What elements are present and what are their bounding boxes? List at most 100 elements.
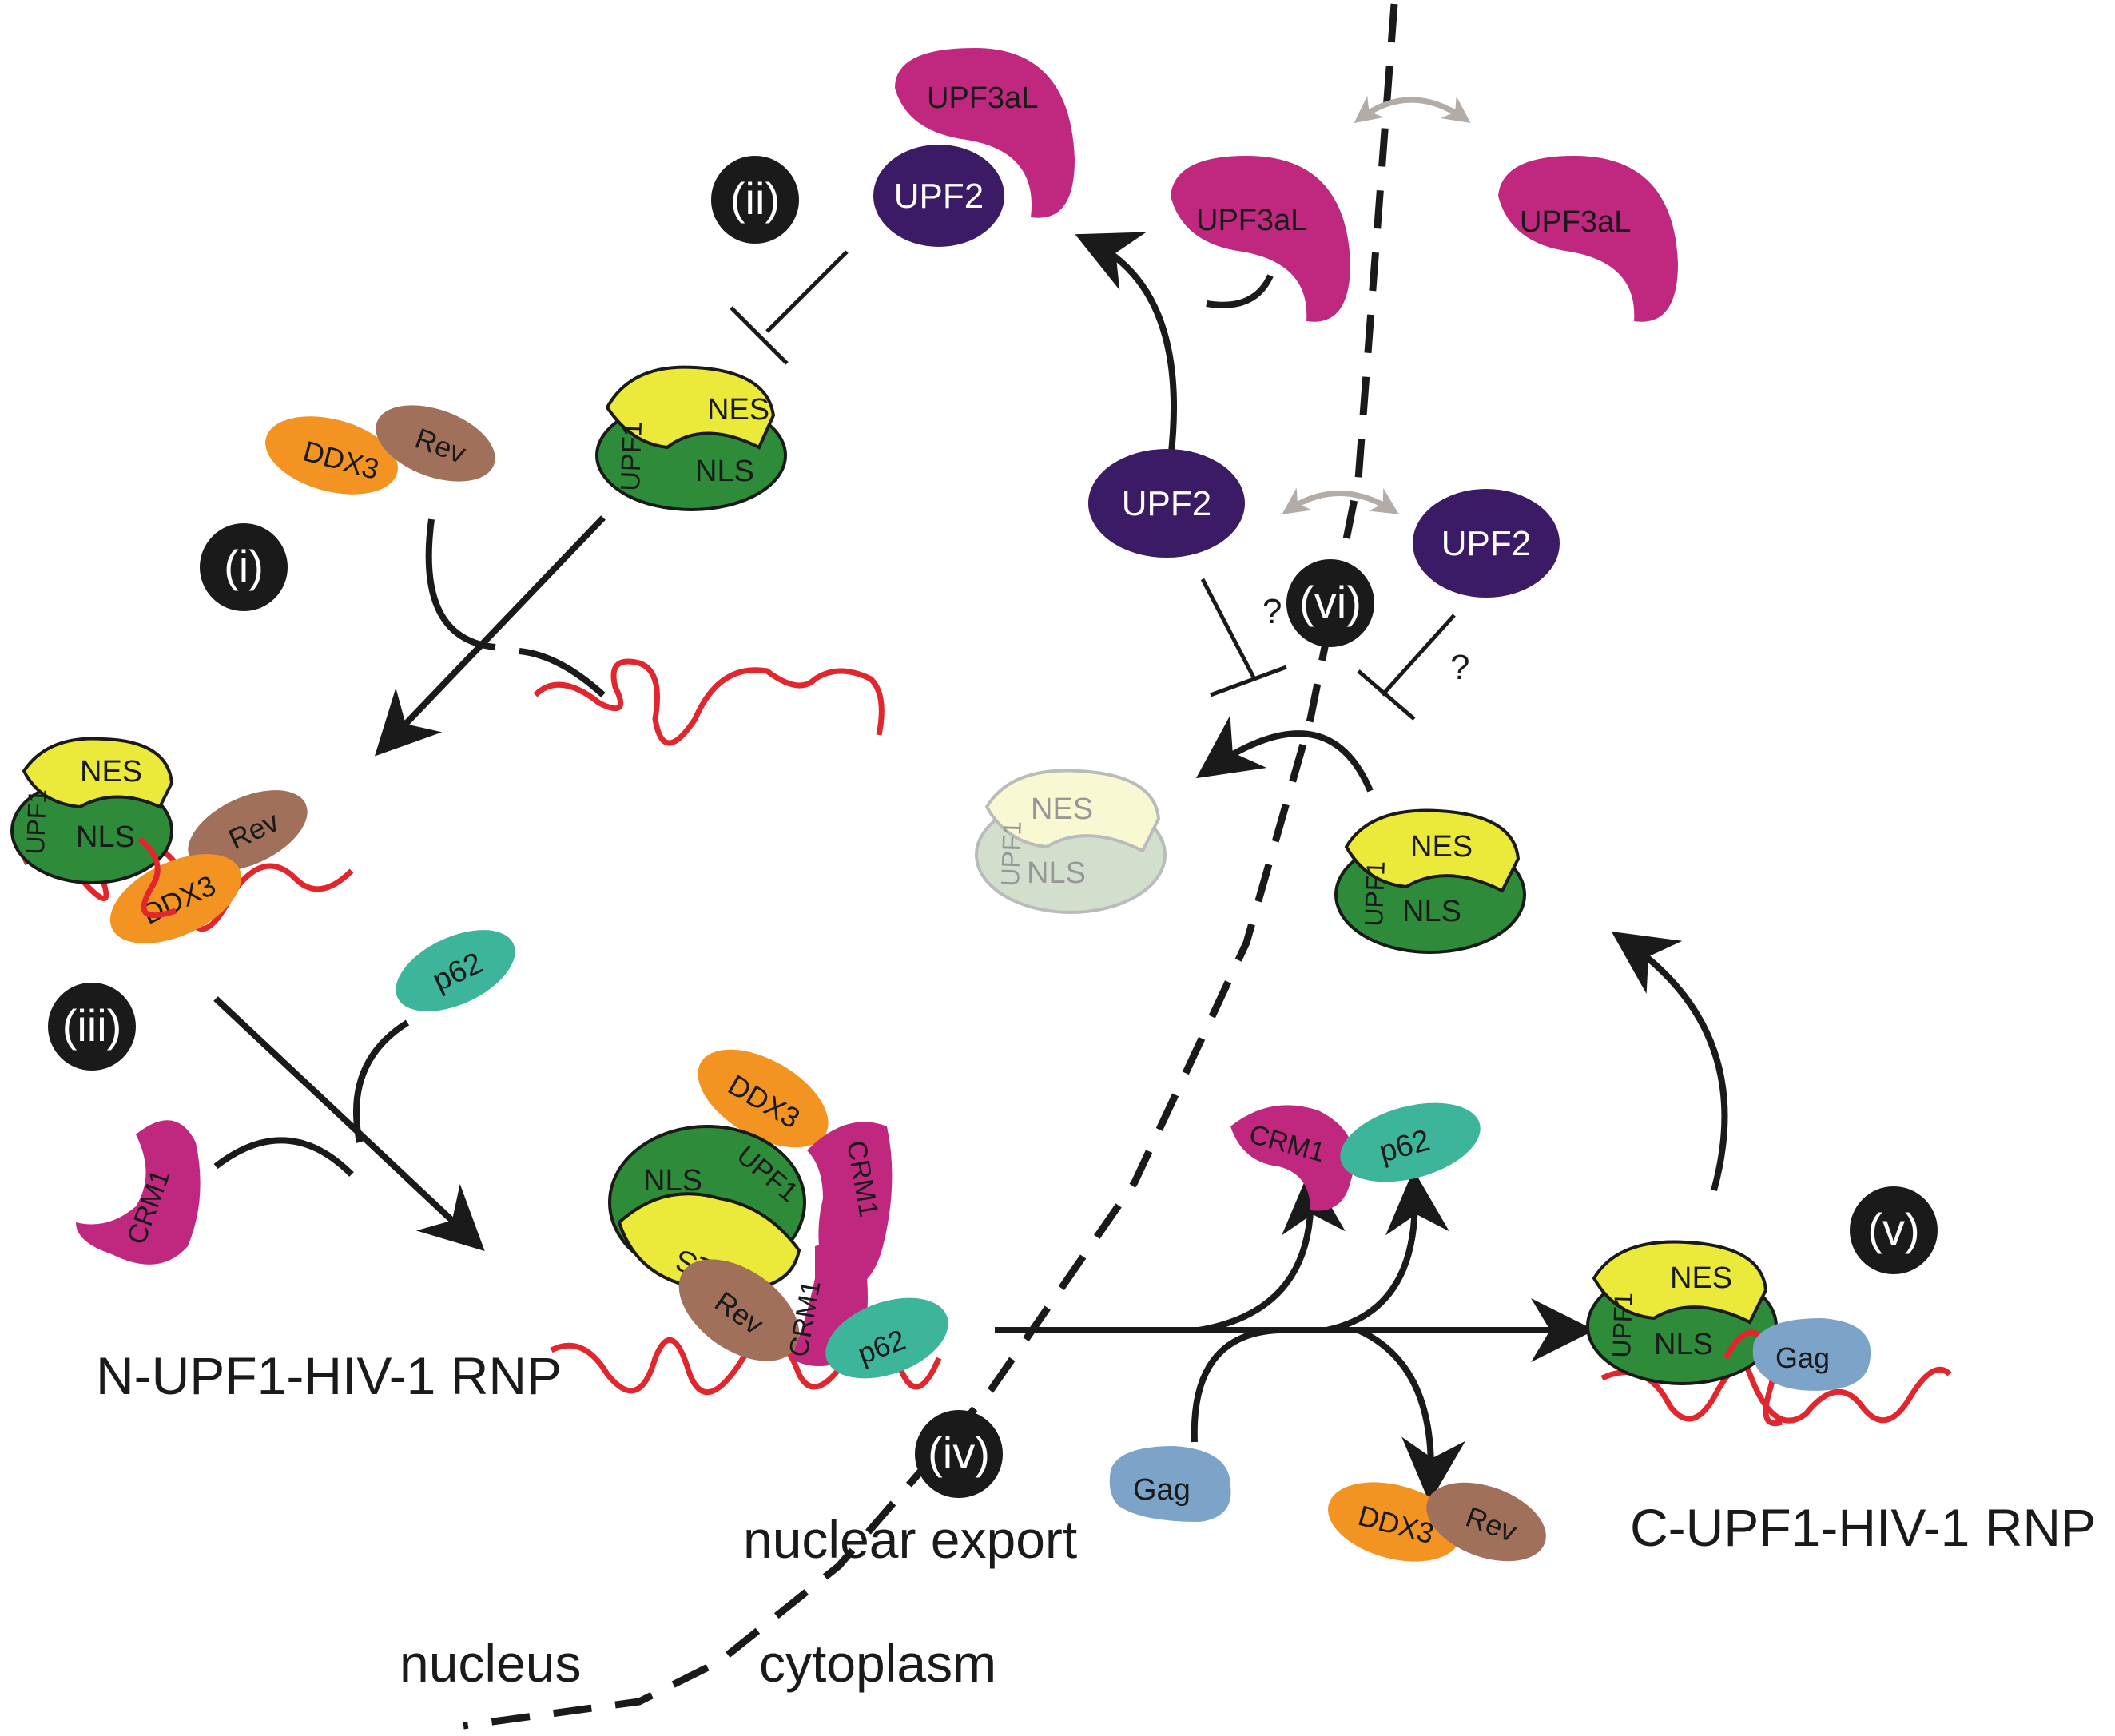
nuclear-export-caption: nuclear export [743,1510,1077,1569]
arrow-ddx3-rev-joining [425,518,496,650]
rev-free [376,405,495,482]
upf1-free-label: UPF1 [615,421,648,491]
step-badge-v: (v) [1850,1186,1938,1274]
ddx3-bound [109,854,242,943]
arrow-gag-binding [1191,1327,1279,1443]
arrow-p62-release [1326,1170,1449,1333]
upf1-faded-label: UPF1 [996,820,1027,887]
upf1-c-rnp-label: UPF1 [1607,1292,1638,1358]
step-vi-label: (vi) [1299,577,1362,627]
n-upf1-hiv1-rnp: DDX3 CRM1 NLS UPF1 NES Rev CRM1 p62 [550,1049,948,1395]
upf2-nuclear-label: UPF2 [1122,484,1211,523]
upf2-cytoplasmic [1413,489,1560,598]
arrow-upf3-joining [1206,274,1274,308]
arrow-crm1-joining [213,1137,354,1177]
upf2-shuttle-arrow [1282,487,1399,514]
hiv1-rna-c-rnp [1600,1362,1952,1424]
p62-free [396,930,515,1011]
upf1-cyto-nes-label: NES [1410,830,1473,864]
upf1-bound-nes-label: NES [80,755,142,789]
step-badge-ii: (ii) [711,156,799,244]
upf1-faded-nls-domain [975,796,1167,914]
hiv1-rna-bound-2 [137,836,177,919]
upf1-faded-nls-label: NLS [1027,856,1086,890]
arrow-p62-joining [353,1019,410,1143]
upf1-c-rnp-nes-domain [1592,1240,1768,1325]
ddx3-free [265,416,398,495]
step-i-label: (i) [224,541,264,591]
rev-n-rnp [678,1259,800,1361]
upf1-c-rnp-nls-label: NLS [1654,1328,1713,1361]
upf1-faded-nes-domain [984,769,1161,853]
upf1-faded: NES NLS UPF1 [975,769,1167,914]
upf2-complexed [873,145,1004,247]
c-upf1-hiv1-rnp: NES NLS UPF1 Gag [1586,1240,1952,1426]
p62-n-rnp [825,1297,948,1379]
upf3al-complexed [895,48,1075,218]
upf1-bound-label: UPF1 [21,789,52,855]
arrow-rna-joining [519,648,606,697]
upf3-shuttle-arrow [1354,95,1471,124]
rev-released [1426,1482,1546,1562]
hiv1-rna-free [533,658,885,746]
upf1-free-nes-label: NES [707,393,769,427]
upf3al-nuclear [1171,156,1350,322]
upf2-complexed-label: UPF2 [894,177,984,216]
upf2-cytoplasmic-label: UPF2 [1441,524,1531,563]
upf3al-nuclear-label: UPF3aL [1196,204,1307,237]
rev-bound [188,790,308,872]
arrow-step-iii [213,996,485,1251]
upf1-bound-nes-domain [22,737,174,809]
question-mark-left: ? [1262,592,1282,631]
inhibition-line-vi-right [1381,614,1456,697]
arrow-ddx3-rev-release [1357,1327,1466,1503]
upf1-cyto-label: UPF1 [1359,860,1390,927]
ddx3-n-rnp [698,1049,829,1148]
upf1-cytoplasmic: NES NLS UPF1 [1334,808,1526,954]
question-mark-right: ? [1450,648,1469,687]
crm1-free [76,1120,201,1265]
upf1-free: NES NLS UPF1 [595,365,787,511]
arrow-crm1-release [1198,1170,1346,1333]
inhibition-line-ii [765,250,849,333]
arrow-upf2-to-complex [1075,232,1178,460]
step-badge-i: (i) [200,523,288,611]
upf3al-cytoplasmic [1498,156,1678,322]
n-rnp-caption: N-UPF1-HIV-1 RNP [96,1346,562,1405]
upf1-rev-ddx3-rna-complex: NES NLS UPF1 Rev DDX3 [10,737,354,943]
upf1-n-rnp-nls-label: NLS [643,1164,702,1198]
arrow-step-v [1611,932,1728,1192]
upf3al-complexed-label: UPF3aL [927,81,1038,115]
inhibition-bar-vi-left [1210,665,1287,697]
upf3-upf2-complex: UPF3aL UPF2 [873,48,1075,247]
gag-free [1109,1446,1231,1522]
upf1-faded-nes-label: NES [1031,793,1093,826]
cytoplasm-caption: cytoplasm [759,1634,996,1693]
step-iii-label: (iii) [62,1000,122,1051]
upf1-nes-domain [605,365,776,450]
gag-c-rnp-label: Gag [1775,1341,1830,1374]
upf1-c-rnp-nes-label: NES [1670,1261,1732,1295]
step-ii-label: (ii) [730,173,780,224]
step-iv-label: (iv) [928,1428,990,1478]
upf1-cyto-nes-domain [1344,808,1521,893]
step-badge-vi: (vi) [1286,559,1374,647]
crm1-released [1230,1105,1354,1211]
upf1-bound-nls-label: NLS [76,820,135,854]
step-badge-iii: (iii) [48,983,136,1071]
arrow-step-vi [1195,715,1374,793]
upf3al-cytoplasmic-label: UPF3aL [1520,205,1631,239]
upf1-cyto-nls-label: NLS [1402,895,1461,928]
inhibition-line-vi-left [1200,578,1257,681]
nucleus-caption: nucleus [400,1634,582,1693]
upf2-nuclear [1088,449,1245,558]
arrow-step-i [374,515,606,757]
step-badge-iv: (iv) [915,1410,1003,1498]
step-v-label: (v) [1867,1204,1919,1254]
gag-c-rnp [1752,1318,1871,1391]
c-rnp-caption: C-UPF1-HIV-1 RNP [1630,1498,2096,1557]
p62-released [1340,1102,1481,1182]
inhibition-bar-ii [730,306,789,365]
upf1-free-nls-label: NLS [695,455,754,488]
